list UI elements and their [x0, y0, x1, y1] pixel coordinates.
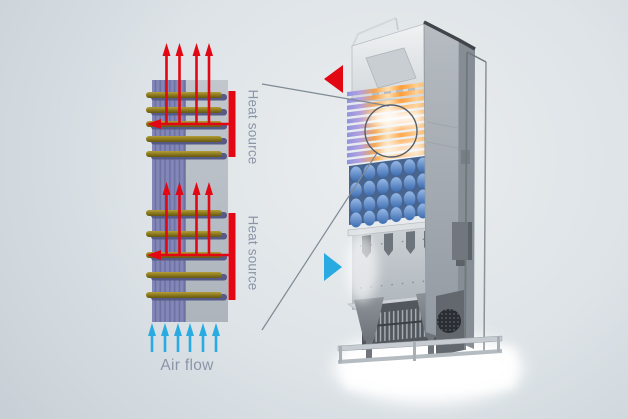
- heat-pipe: [146, 136, 227, 145]
- air-flow-label: Air flow: [160, 357, 214, 374]
- heat-pipe: [146, 272, 227, 281]
- unit-base-platform: [333, 332, 523, 404]
- heat-pipe: [146, 92, 227, 101]
- fin-stack-column: [152, 80, 186, 322]
- heat-flow-arrows-top: [147, 43, 234, 129]
- unit-frame-rails: [464, 51, 487, 353]
- air-intake-haze: [346, 234, 378, 302]
- cooling-unit-render: [333, 17, 523, 404]
- cool-intake-arrow-icon: [324, 253, 342, 281]
- heat-source-bar-bottom: [228, 213, 236, 300]
- magnifier-circle: [364, 104, 418, 158]
- heat-pipe: [146, 210, 227, 219]
- heat-source-label-top: Heat source: [246, 90, 261, 165]
- cold-tube-array: [349, 155, 433, 228]
- hot-exhaust-arrow-icon: [324, 65, 343, 93]
- heat-pipe: [146, 151, 227, 160]
- unit-base-rails: [337, 335, 503, 364]
- heat-pipe: [146, 231, 227, 240]
- air-flow-arrows: [148, 323, 220, 352]
- white-hot-glow: [378, 142, 426, 158]
- unit-fan-grille-box: [436, 290, 464, 356]
- heat-flow-arrows-bottom: [147, 182, 234, 260]
- heat-pipe: [146, 292, 227, 301]
- callout-line-top: [261, 83, 390, 107]
- callout-links: [261, 83, 418, 331]
- heat-source-label-bottom: Heat source: [246, 216, 261, 291]
- unit-top-housing: [351, 17, 425, 103]
- heat-pipe: [146, 107, 227, 116]
- heat-pipe-schematic: Heat source Heat source Air flow: [146, 43, 261, 374]
- duct-column: [186, 80, 228, 322]
- hot-fin-stack: [347, 81, 434, 165]
- callout-line-bottom: [261, 152, 378, 331]
